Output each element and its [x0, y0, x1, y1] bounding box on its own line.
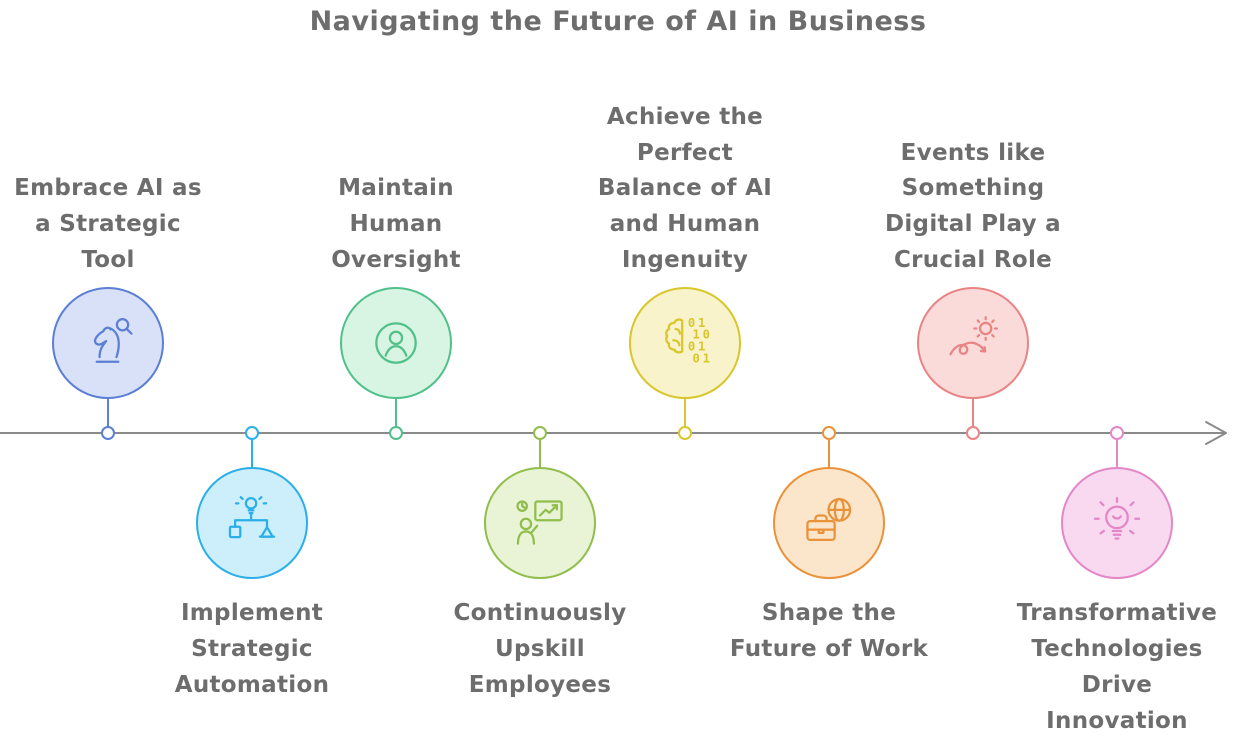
connector-line: [827, 440, 831, 468]
node-label: Transformative Technologies Drive Innova…: [1016, 600, 1218, 734]
node-circle: [773, 467, 885, 579]
chess-knight-icon: [93, 317, 133, 363]
node-circle: [484, 467, 596, 579]
node-circle: [917, 287, 1029, 399]
connector-line: [1115, 440, 1119, 468]
arrowhead-icon: [1205, 421, 1227, 445]
page-title: Navigating the Future of AI in Business: [309, 6, 927, 37]
binary-row: 01: [688, 340, 708, 354]
binary-row: 01: [693, 352, 713, 366]
binary-row: 10: [693, 327, 713, 341]
timeline-dot: [822, 426, 836, 440]
timeline-dot: [1110, 426, 1124, 440]
connector-line: [394, 399, 398, 427]
connector-line: [538, 440, 542, 468]
binary-row: 01: [688, 316, 708, 330]
timeline-dot: [101, 426, 115, 440]
timeline-dot: [678, 426, 692, 440]
presentation-chart-icon: [516, 500, 563, 545]
lightbulb-icon: [1093, 497, 1141, 540]
sun-swoosh-icon: [949, 316, 999, 356]
connector-line: [971, 399, 975, 427]
node-label: Implement Strategic Automation: [174, 600, 330, 698]
ai-brain-binary-icon: 01 10 01 01: [665, 316, 713, 366]
node-circle: [196, 467, 308, 579]
node-label: Continuously Upskill Employees: [453, 600, 627, 698]
briefcase-globe-icon: [806, 497, 852, 541]
timeline-dot: [966, 426, 980, 440]
automation-icon: [228, 496, 276, 539]
connector-line: [106, 399, 110, 427]
node-label: Maintain Human Oversight: [331, 175, 461, 274]
node-label: Achieve the Perfect Balance of AI and Hu…: [597, 103, 773, 274]
connector-line: [683, 399, 687, 427]
node-circle: [340, 287, 452, 399]
node-circle: [52, 287, 164, 399]
node-label: Embrace AI as a Strategic Tool: [14, 175, 202, 274]
node-label: Shape the Future of Work: [729, 600, 929, 662]
timeline-axis: [0, 421, 1227, 445]
timeline-dot: [389, 426, 403, 440]
timeline-dot: [533, 426, 547, 440]
node-circle: [1061, 467, 1173, 579]
connector-line: [250, 440, 254, 468]
node-circle: 01 10 01 01: [629, 287, 741, 399]
timeline-dot: [245, 426, 259, 440]
person-icon: [375, 322, 417, 364]
node-label: Events like Something Digital Play a Cru…: [884, 139, 1061, 274]
